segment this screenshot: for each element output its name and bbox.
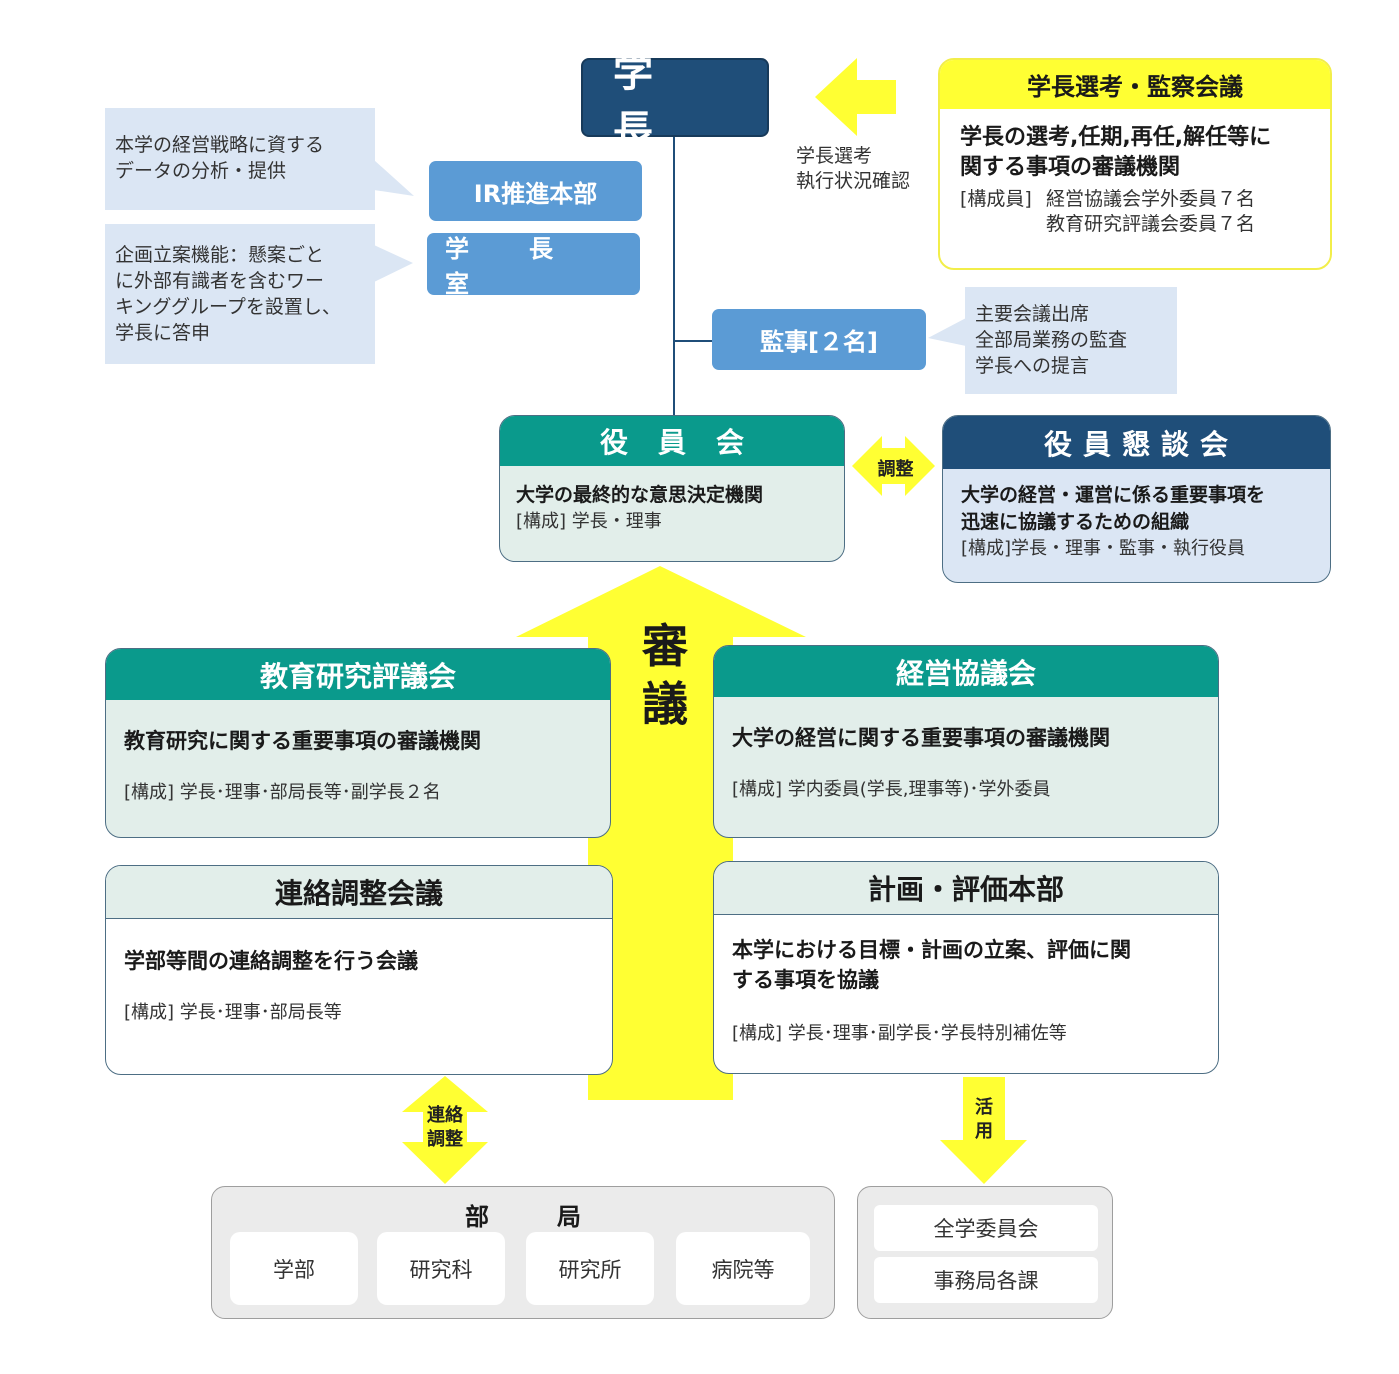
adjust-label: 調整 — [877, 459, 914, 480]
auditor-callout-line: 全部局業務の監査 — [975, 329, 1128, 351]
liaison-arrow-label-line: 調整 — [427, 1129, 463, 1150]
department-item: 学部 — [230, 1232, 358, 1305]
liaison-arrow-label: 連絡 調整 — [415, 1104, 475, 1152]
board-box: 役員会 大学の最終的な意思決定機関 [構成] 学長・理事 — [499, 415, 845, 562]
liaison-arrow-label-line: 連絡 — [427, 1105, 463, 1126]
department-item: 研究科 — [377, 1232, 505, 1305]
office-callout-line: 学長に答申 — [115, 322, 211, 344]
review-label-char: 議 — [642, 677, 688, 731]
selection-council-desc: 学長の選考,任期,再任,解任等に 関する事項の審議機関 — [960, 123, 1310, 183]
selection-council-members: [構成員] 経営協議会学外委員７名 教育研究評議会委員７名 — [960, 187, 1310, 237]
mgmt-council-members: [構成] 学内委員(学長,理事等)･学外委員 — [732, 779, 1051, 800]
auditor-box: 監事[２名] — [712, 309, 926, 370]
use-arrow-label-char: 用 — [975, 1121, 993, 1142]
board-members: [構成] 学長・理事 — [516, 511, 662, 532]
planning-hq-desc-line: する事項を協議 — [732, 968, 879, 992]
adjust-double-arrow — [852, 436, 935, 496]
edu-council-members: [構成] 学長･理事･部局長等･副学長２名 — [124, 782, 441, 803]
board-title: 役員会 — [500, 416, 844, 466]
selection-council-desc-line: 学長の選考,任期,再任,解任等に — [960, 125, 1272, 150]
planning-hq-members: [構成] 学長･理事･副学長･学長特別補佐等 — [732, 1023, 1067, 1044]
selection-council-members-label: [構成員] — [960, 188, 1032, 210]
office-callout: 企画立案機能：懸案ごと に外部有識者を含むワー キンググループを設置し、 学長に… — [105, 224, 375, 364]
exec-meeting-box: 役員懇談会 大学の経営・運営に係る重要事項を 迅速に協議するための組織 [構成]… — [942, 415, 1331, 583]
selection-council-box: 学長選考・監察会議 学長の選考,任期,再任,解任等に 関する事項の審議機関 [構… — [938, 58, 1332, 270]
selection-council-member: 教育研究評議会委員７名 — [1046, 213, 1256, 235]
board-desc: 大学の最終的な意思決定機関 — [516, 484, 764, 506]
auditor-callout-tail — [928, 318, 966, 346]
liaison-meeting-members: [構成] 学長･理事･部局長等 — [124, 1002, 342, 1023]
exec-meeting-desc-line: 大学の経営・運営に係る重要事項を — [961, 484, 1266, 506]
department-item: 病院等 — [676, 1232, 810, 1305]
use-arrow-label: 活 用 — [964, 1096, 1004, 1144]
ir-unit-box: IR推進本部 — [429, 161, 642, 221]
selection-arrow — [815, 58, 896, 136]
exec-meeting-title: 役員懇談会 — [943, 416, 1330, 469]
departments-title: 部 局 — [465, 1203, 603, 1231]
liaison-meeting-desc: 学部等間の連絡調整を行う会議 — [124, 949, 418, 973]
ir-callout-tail — [374, 160, 414, 196]
university-unit-item: 事務局各課 — [874, 1257, 1098, 1303]
mgmt-council-title: 経営協議会 — [714, 646, 1218, 697]
edu-council-box: 教育研究評議会 教育研究に関する重要事項の審議機関 [構成] 学長･理事･部局長… — [105, 648, 611, 838]
use-arrow-label-char: 活 — [975, 1097, 993, 1118]
ir-callout: 本学の経営戦略に資する データの分析・提供 — [105, 108, 375, 210]
liaison-meeting-box: 連絡調整会議 学部等間の連絡調整を行う会議 [構成] 学長･理事･部局長等 — [105, 865, 613, 1075]
auditor-callout-line: 主要会議出席 — [975, 303, 1090, 325]
office-callout-line: キンググループを設置し、 — [115, 296, 341, 318]
use-down-arrow — [940, 1077, 1027, 1184]
selection-council-title: 学長選考・監察会議 — [940, 60, 1330, 109]
liaison-meeting-title: 連絡調整会議 — [106, 866, 612, 919]
review-label: 審 議 — [635, 617, 695, 733]
edu-council-title: 教育研究評議会 — [106, 649, 610, 700]
mgmt-council-desc: 大学の経営に関する重要事項の審議機関 — [732, 726, 1110, 750]
president-box: 学 長 — [581, 50, 769, 154]
presidents-office-box: 学 長 室 — [427, 233, 640, 298]
planning-hq-desc-line: 本学における目標・計画の立案、評価に関 — [732, 938, 1131, 962]
selection-council-desc-line: 関する事項の審議機関 — [960, 155, 1181, 180]
selection-arrow-label: 学長選考 執行状況確認 — [796, 144, 936, 194]
auditor-callout: 主要会議出席 全部局業務の監査 学長への提言 — [965, 287, 1177, 394]
selection-arrow-label-line: 執行状況確認 — [796, 170, 911, 192]
liaison-double-arrow — [402, 1076, 488, 1184]
ir-callout-line: 本学の経営戦略に資する — [115, 134, 325, 156]
exec-meeting-desc-line: 迅速に協議するための組織 — [961, 511, 1190, 533]
auditor-callout-line: 学長への提言 — [975, 355, 1090, 377]
ir-callout-line: データの分析・提供 — [115, 160, 287, 182]
office-callout-line: 企画立案機能：懸案ごと — [115, 244, 325, 266]
planning-hq-title: 計画・評価本部 — [714, 862, 1218, 915]
department-item: 研究所 — [526, 1232, 654, 1305]
edu-council-desc: 教育研究に関する重要事項の審議機関 — [124, 729, 481, 753]
planning-hq-box: 計画・評価本部 本学における目標・計画の立案、評価に関 する事項を協議 [構成]… — [713, 861, 1219, 1074]
office-callout-line: に外部有識者を含むワー — [115, 270, 325, 292]
office-callout-tail — [374, 245, 413, 282]
university-units-box: 全学委員会 事務局各課 — [857, 1186, 1113, 1319]
selection-council-member: 経営協議会学外委員７名 — [1046, 188, 1256, 210]
exec-meeting-members: [構成]学長・理事・監事・執行役員 — [961, 538, 1246, 559]
departments-box: 部 局 学部 研究科 研究所 病院等 — [211, 1186, 835, 1319]
selection-arrow-label-line: 学長選考 — [796, 145, 873, 167]
mgmt-council-box: 経営協議会 大学の経営に関する重要事項の審議機関 [構成] 学内委員(学長,理事… — [713, 645, 1219, 838]
review-label-char: 審 — [642, 619, 688, 673]
university-unit-item: 全学委員会 — [874, 1205, 1098, 1251]
